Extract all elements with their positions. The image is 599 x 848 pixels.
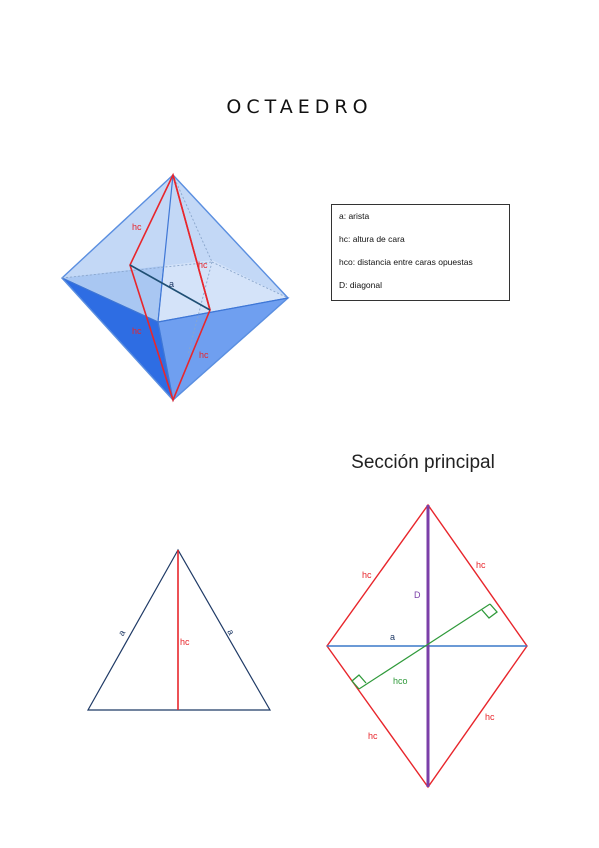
label-hc-triangle: hc [180, 637, 190, 647]
octahedron-3d: a hc hc hc hc [61, 172, 290, 403]
label-a-3d: a [169, 279, 174, 289]
label-hc-3d-1: hc [132, 222, 142, 232]
hc-upper-right [172, 174, 211, 311]
principal-section: D a hco hc hc hc hc [326, 503, 528, 789]
label-hc-upper-right: hc [476, 560, 486, 570]
face-triangle: hc a a [86, 548, 272, 711]
label-hc-upper-left: hc [362, 570, 372, 580]
label-hc-lower-left: hc [368, 731, 378, 741]
label-D: D [414, 590, 421, 600]
face-upper-back [62, 175, 288, 298]
legend-item-hco: hco: distancia entre caras opuestas [339, 257, 473, 267]
legend-item-hc: hc: altura de cara [339, 234, 405, 244]
triangle-outline [86, 548, 272, 711]
label-a-section: a [390, 632, 395, 642]
hco-line [358, 603, 491, 690]
label-a-triangle-right: a [225, 627, 236, 636]
edge-a-3d [129, 264, 211, 311]
legend-item-a: a: arista [339, 211, 370, 221]
right-angle-marker-bottom [351, 674, 367, 690]
label-hc-lower-right: hc [485, 712, 495, 722]
right-angle-marker-top [481, 603, 498, 619]
label-hc-3d-4: hc [199, 350, 209, 360]
label-a-triangle-left: a [116, 628, 127, 637]
label-hco: hco [393, 676, 408, 686]
page-title: OCTAEDRO [226, 96, 373, 118]
hidden-edges [61, 174, 289, 356]
legend-box: a: arista hc: altura de cara hco: distan… [331, 204, 510, 301]
label-hc-3d-2: hc [198, 260, 208, 270]
section-title: Sección principal [351, 452, 495, 473]
label-hc-3d-3: hc [132, 326, 142, 336]
legend-item-d: D: diagonal [339, 280, 383, 290]
